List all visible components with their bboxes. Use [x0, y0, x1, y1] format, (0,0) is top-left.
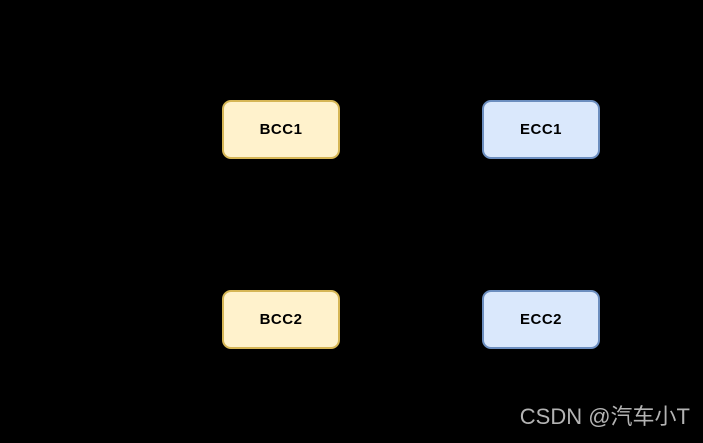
node-ecc2-label: ECC2 — [519, 311, 562, 328]
node-ecc2: ECC2 — [482, 290, 600, 349]
node-bcc1: BCC1 — [222, 100, 340, 159]
csdn-watermark: CSDN @汽车小T — [519, 404, 690, 429]
node-ecc1-label: ECC1 — [519, 121, 562, 138]
node-bcc1-label: BCC1 — [259, 121, 303, 138]
node-bcc2: BCC2 — [222, 290, 340, 349]
node-ecc1: ECC1 — [482, 100, 600, 159]
node-bcc2-label: BCC2 — [259, 311, 303, 328]
